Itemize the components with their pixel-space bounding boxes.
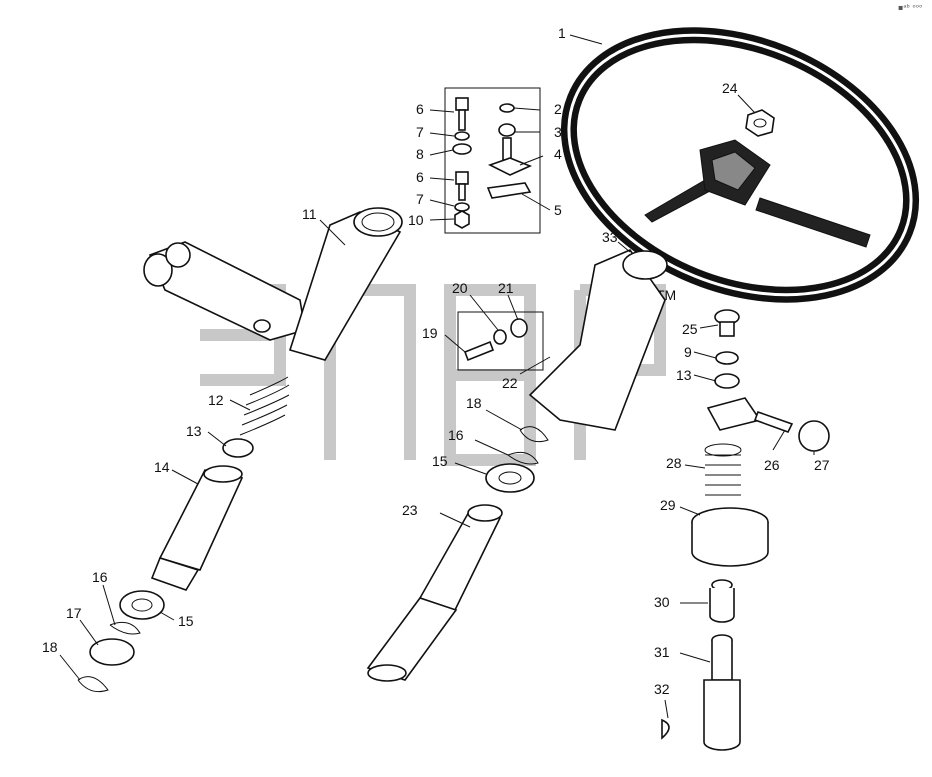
leader-lines	[59, 34, 815, 719]
callout-1: 1	[558, 25, 566, 41]
callout-28: 28	[666, 455, 682, 471]
bolt-head	[455, 171, 469, 185]
callout-6a: 6	[416, 101, 424, 117]
callout-17: 17	[66, 605, 82, 621]
screw-box	[457, 311, 544, 371]
shaft-right	[703, 634, 741, 751]
circlip-center	[519, 426, 549, 443]
snap-ring-left	[109, 621, 141, 635]
nut-small	[499, 103, 515, 113]
nut	[454, 210, 470, 229]
washer	[454, 131, 470, 141]
callout-16a: 16	[92, 569, 108, 585]
callout-25: 25	[682, 321, 698, 337]
callout-15a: 15	[178, 613, 194, 629]
callout-3: 3	[554, 124, 562, 140]
callout-16b: 16	[448, 427, 464, 443]
steering-column	[366, 504, 503, 682]
callout-24: 24	[722, 80, 738, 96]
callout-21: 21	[498, 280, 514, 296]
washer	[454, 202, 470, 212]
callout-5: 5	[554, 202, 562, 218]
callout-13a: 13	[186, 423, 202, 439]
callout-31: 31	[654, 644, 670, 660]
bushing-right	[709, 579, 735, 623]
fasteners-box	[444, 87, 541, 234]
handle-lever	[706, 397, 830, 452]
washer	[452, 143, 472, 155]
callout-33: 33	[602, 229, 618, 245]
callout-14: 14	[154, 459, 170, 475]
callout-8: 8	[416, 146, 424, 162]
spring-left	[239, 376, 290, 436]
callout-12: 12	[208, 392, 224, 408]
callout-26: 26	[764, 457, 780, 473]
callout-18b: 18	[466, 395, 482, 411]
callout-22: 22	[502, 375, 518, 391]
ring-left	[89, 638, 135, 666]
splined-shaft	[150, 465, 244, 591]
callout-7b: 7	[416, 191, 424, 207]
callout-27: 27	[814, 457, 830, 473]
woodruff-key	[661, 718, 670, 740]
callout-20: 20	[452, 280, 468, 296]
steering-wheel	[560, 27, 920, 303]
washer-right-2	[714, 373, 740, 389]
callout-10: 10	[408, 212, 424, 228]
callout-19: 19	[422, 325, 438, 341]
callout-7a: 7	[416, 124, 424, 140]
spring-right	[704, 443, 742, 496]
plate	[487, 157, 533, 176]
washer	[493, 329, 507, 345]
callout-2: 2	[554, 101, 562, 117]
column-bracket	[528, 249, 668, 431]
callout-9: 9	[684, 344, 692, 360]
bushing	[510, 318, 528, 338]
corner-mark: ▪ᵃᵇ ᵒᵒᵒ	[898, 3, 922, 12]
callout-18a: 18	[42, 639, 58, 655]
callout-labels: 1 2 3 4 5 6 6 7 7 8 9 10 11 12 13 13 14 …	[42, 25, 830, 697]
lever-arm	[143, 207, 403, 361]
snap-ring-center	[507, 451, 539, 465]
bearing-left	[119, 590, 165, 620]
washer-left	[222, 438, 254, 458]
screw	[463, 340, 495, 362]
washer-right-1	[715, 351, 739, 365]
callout-13b: 13	[676, 367, 692, 383]
callout-11: 11	[302, 206, 317, 222]
callout-15b: 15	[432, 453, 448, 469]
circlip-left	[77, 676, 109, 693]
knob-nut	[691, 507, 769, 567]
bearing-center	[485, 463, 535, 493]
callout-29: 29	[660, 497, 676, 513]
hub-nut	[745, 109, 775, 137]
callout-4: 4	[554, 146, 562, 162]
bracket-plate	[486, 182, 532, 199]
callout-23: 23	[402, 502, 418, 518]
spring-washer	[498, 123, 516, 137]
bolt-head	[455, 97, 469, 111]
callout-32: 32	[654, 681, 670, 697]
callout-30: 30	[654, 594, 670, 610]
callout-6b: 6	[416, 169, 424, 185]
screw-right	[714, 309, 740, 337]
